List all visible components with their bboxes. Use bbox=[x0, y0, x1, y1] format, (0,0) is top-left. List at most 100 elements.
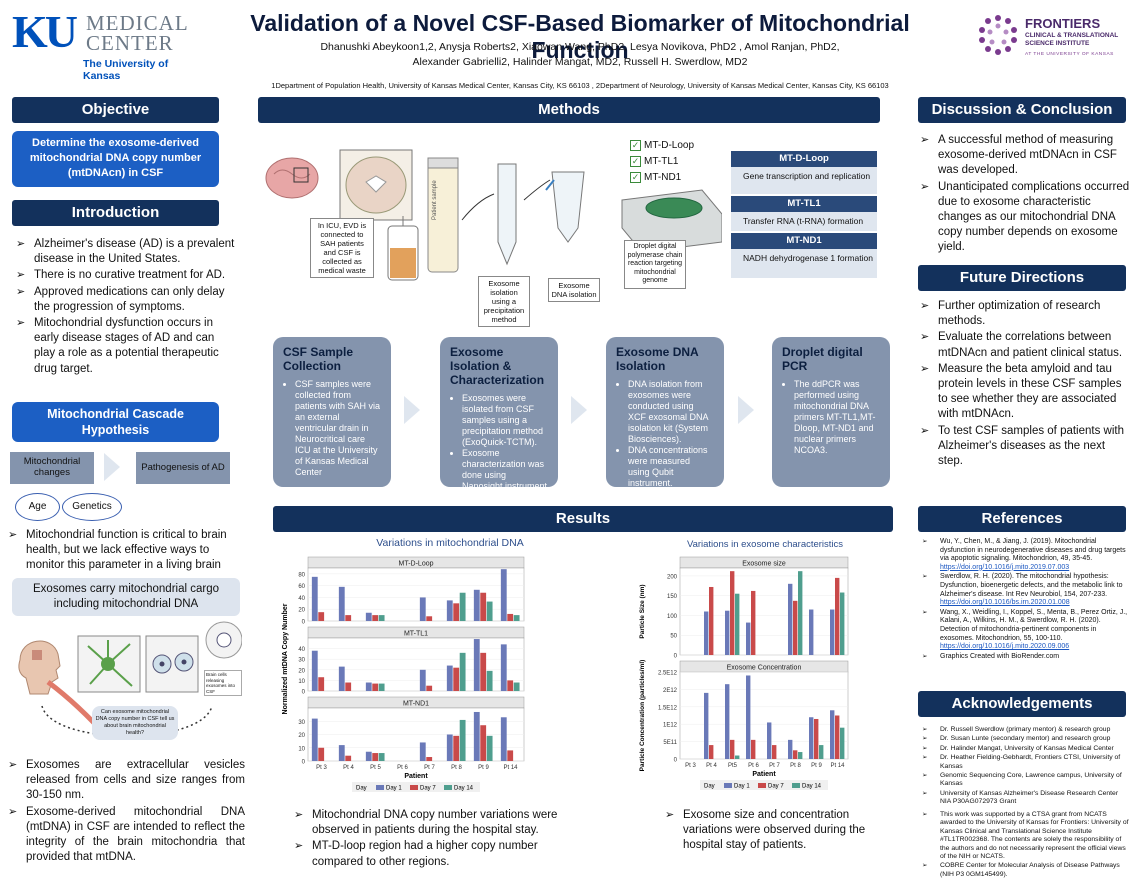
checkbox-icon: ✓ bbox=[630, 172, 641, 183]
bar bbox=[830, 609, 835, 655]
bar bbox=[840, 592, 845, 655]
reference-link[interactable]: https://doi.org/10.1016/j.mito.2020.09.0… bbox=[940, 643, 1070, 651]
x-tick-label: Pt 3 bbox=[316, 765, 327, 771]
reference-item: Wang, X., Weidling, I., Koppel, S., Ment… bbox=[922, 609, 1130, 652]
exosome-panel-icon bbox=[145, 635, 199, 693]
legend-label: Day 14 bbox=[802, 784, 822, 790]
panel-title: MT-TL1 bbox=[404, 631, 428, 638]
x-tick-label: Pt 6 bbox=[748, 763, 759, 769]
y-tick-label: 10 bbox=[298, 746, 305, 752]
ack-item: Dr. Halinder Mangat, University of Kansa… bbox=[922, 745, 1130, 754]
legend-swatch bbox=[758, 783, 766, 788]
bar bbox=[459, 652, 466, 691]
bar bbox=[473, 589, 480, 621]
bar bbox=[426, 757, 433, 761]
legend-label: Day 1 bbox=[386, 786, 402, 792]
ku-logo-line2: CENTER bbox=[86, 31, 174, 55]
y-axis-label: Particle Concentration (particles/ml) bbox=[639, 660, 646, 772]
bar bbox=[704, 611, 709, 655]
csf-bag-icon bbox=[387, 216, 419, 281]
ack-item: Genomic Sequencing Core, Lawrence campus… bbox=[922, 772, 1130, 789]
bar bbox=[446, 600, 453, 621]
x-tick-label: Pt 5 bbox=[370, 765, 381, 771]
reference-link[interactable]: https://doi.org/10.1016/bs.irn.2020.01.0… bbox=[940, 599, 1070, 607]
methods-isolation-label: Exosome isolation using a precipitation … bbox=[478, 276, 530, 327]
bar bbox=[513, 615, 520, 621]
results-item: MT-D-loop region had a higher copy numbe… bbox=[294, 839, 572, 869]
objective-box: Determine the exosome-derived mitochondr… bbox=[12, 131, 219, 187]
target-desc: Gene transcription and replication bbox=[731, 167, 877, 194]
step-ddpcr: Droplet digital PCR The ddPCR was perfor… bbox=[772, 337, 890, 487]
x-tick-label: Pt 7 bbox=[424, 765, 435, 771]
y-tick-label: 30 bbox=[298, 720, 305, 726]
bar bbox=[751, 590, 756, 655]
methods-heading: Methods bbox=[258, 97, 880, 123]
ku-medical-center-logo: KU MEDICAL CENTER The University of Kans… bbox=[10, 8, 195, 83]
bar bbox=[819, 745, 824, 759]
bar bbox=[751, 739, 756, 759]
y-tick-label: 150 bbox=[667, 594, 678, 600]
x-tick-label: Pt 7 bbox=[769, 763, 780, 769]
introduction-item: Approved medications can only delay the … bbox=[16, 285, 236, 315]
y-tick-label: 40 bbox=[298, 647, 305, 653]
exosome-figure: Brain cells releasing exosomes into CSF … bbox=[12, 620, 243, 755]
x-tick-label: Pt 3 bbox=[685, 763, 696, 769]
step-item: Exosome characterization was done using … bbox=[462, 448, 548, 492]
y-tick-label: 20 bbox=[298, 733, 305, 739]
exosome-item: Exosome-derived mitochondrial DNA (mtDNA… bbox=[8, 805, 245, 866]
bar bbox=[725, 684, 730, 759]
x-tick-label: Pt5 bbox=[728, 763, 738, 769]
step-item: DNA isolation from exosomes were conduct… bbox=[628, 379, 714, 445]
y-tick-label: 0 bbox=[302, 690, 306, 696]
frontiers-line3: SCIENCE INSTITUTE bbox=[1025, 40, 1090, 47]
cascade-box-pathogenesis: Pathogenesis of AD bbox=[136, 452, 230, 484]
ack-item: Dr. Heather Fielding-Gebhardt, Frontiers… bbox=[922, 754, 1130, 771]
mtdna-chart: MT-D-Loop020406080MT-TL1010203040MT-ND10… bbox=[282, 556, 525, 792]
references-list: Wu, Y., Chen, M., & Jiang, J. (2019). Mi… bbox=[922, 538, 1130, 662]
step-dna-isolation: Exosome DNA Isolation DNA isolation from… bbox=[606, 337, 724, 489]
step-csf-collection: CSF Sample Collection CSF samples were c… bbox=[273, 337, 391, 487]
bar bbox=[835, 577, 840, 655]
bar bbox=[793, 750, 798, 759]
bar bbox=[453, 667, 460, 691]
methods-checklist: ✓MT-D-Loop ✓MT-TL1 ✓MT-ND1 bbox=[630, 138, 694, 186]
bar bbox=[453, 735, 460, 761]
frontiers-line2: CLINICAL & TRANSLATIONAL bbox=[1025, 32, 1119, 39]
bar bbox=[480, 652, 487, 691]
cascade-item: Mitochondrial function is critical to br… bbox=[8, 528, 243, 574]
bar bbox=[372, 615, 379, 621]
reference-text: Swerdlow, R. H. (2020). The mitochondria… bbox=[940, 573, 1123, 598]
exosome-zoom-icon bbox=[205, 621, 243, 659]
legend-label: Day 1 bbox=[734, 784, 750, 790]
brain-head-illustration bbox=[18, 621, 243, 740]
bar bbox=[446, 734, 453, 761]
introduction-item: Mitochondrial dysfunction occurs in earl… bbox=[16, 316, 236, 377]
target-desc: NADH dehydrogenase 1 formation bbox=[731, 249, 877, 278]
future-item: Further optimization of research methods… bbox=[920, 299, 1130, 329]
bar bbox=[365, 682, 372, 691]
checklist-label: MT-ND1 bbox=[644, 172, 682, 183]
step-title: Exosome Isolation & Characterization bbox=[450, 345, 545, 387]
bar bbox=[426, 616, 433, 621]
step-title: Droplet digital PCR bbox=[782, 345, 863, 373]
y-tick-label: 60 bbox=[298, 584, 305, 590]
bar bbox=[735, 755, 740, 759]
bar bbox=[704, 692, 709, 759]
y-tick-label: 200 bbox=[667, 574, 678, 580]
cascade-heading: Mitochondrial Cascade Hypothesis bbox=[12, 402, 219, 442]
bar bbox=[378, 615, 385, 621]
exosome-list: Exosomes are extracellular vesicles rele… bbox=[8, 758, 245, 866]
y-tick-label: 5E11 bbox=[663, 740, 677, 746]
bar bbox=[500, 644, 507, 691]
step-item: DNA concentrations were measured using Q… bbox=[628, 445, 714, 489]
y-tick-label: 30 bbox=[298, 658, 305, 664]
exosome-tube-icon bbox=[497, 163, 517, 266]
future-heading: Future Directions bbox=[918, 265, 1126, 291]
y-tick-label: 2E12 bbox=[663, 688, 678, 694]
ddpcr-machine-icon bbox=[621, 189, 723, 253]
bar bbox=[730, 739, 735, 759]
authors-line1: Dhanushki Abeykoon1,2, Anysja Roberts2, … bbox=[320, 41, 840, 53]
reference-link[interactable]: https://doi.org/10.1016/j.mito.2019.07.0… bbox=[940, 563, 1070, 571]
cascade-box-mito-changes: Mitochondrial changes bbox=[10, 452, 94, 484]
checklist-item: ✓MT-D-Loop bbox=[630, 138, 694, 154]
